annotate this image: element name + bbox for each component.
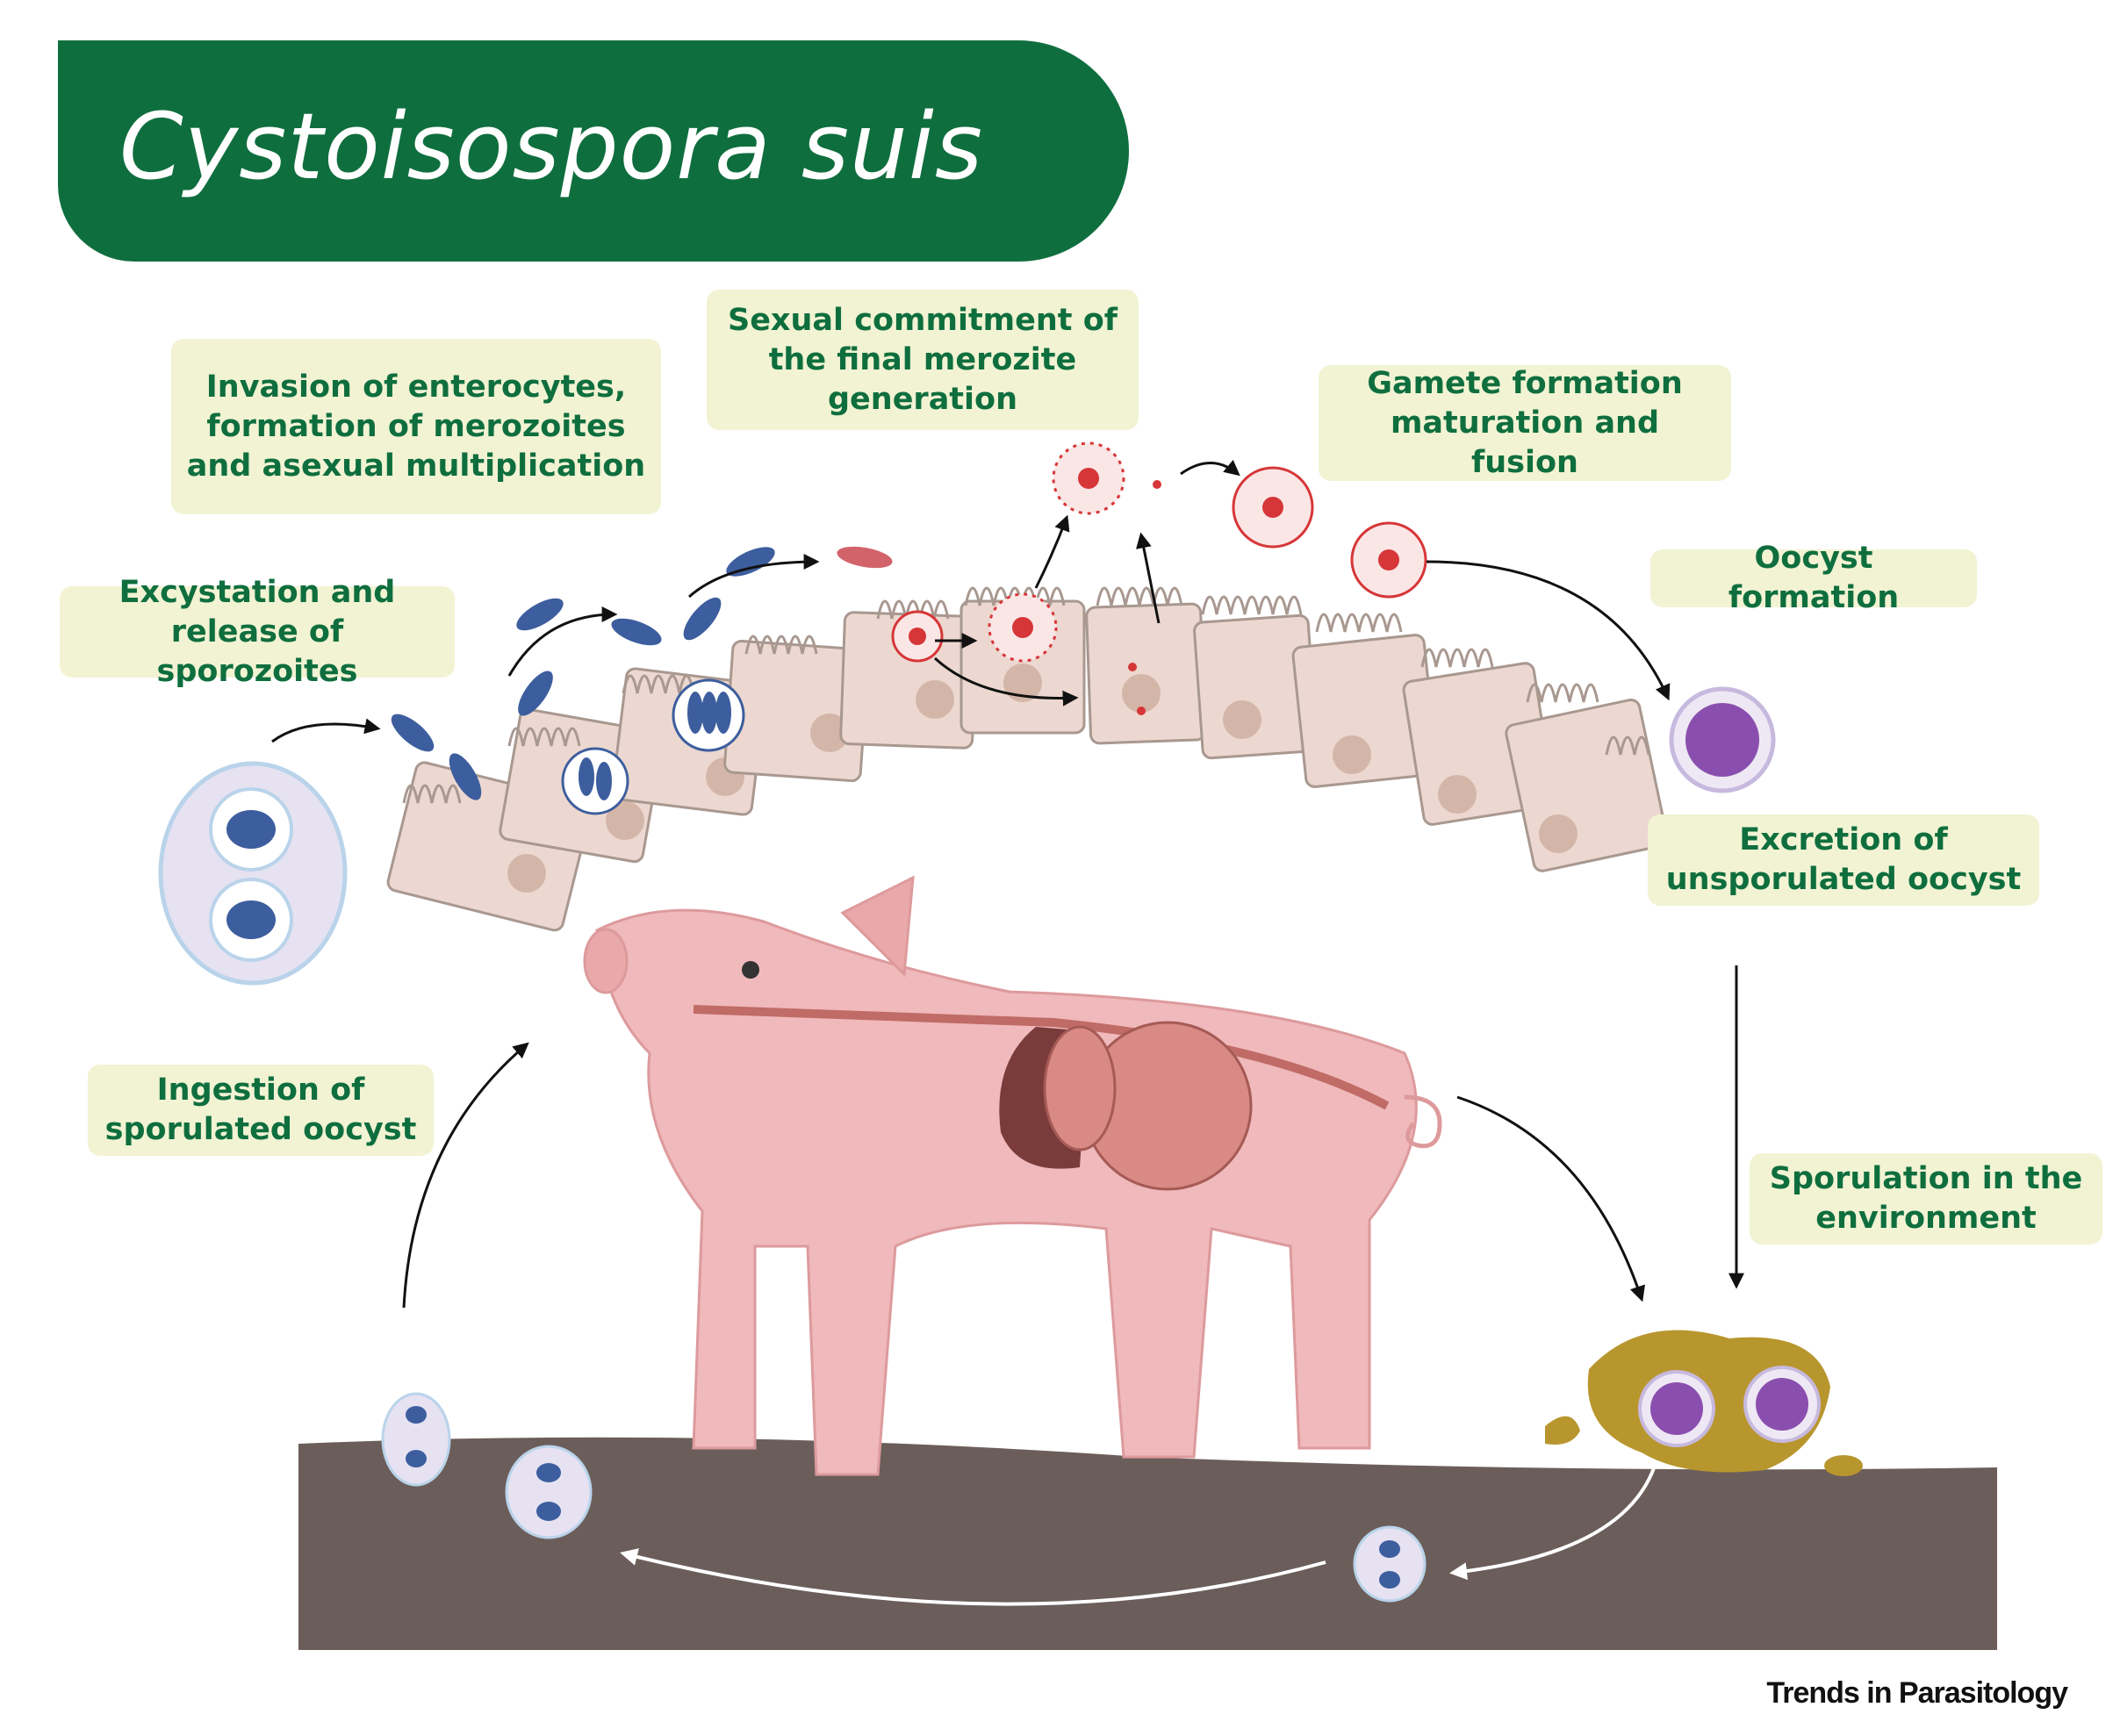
arrow-to-oocyst [1426,560,1671,701]
sporulated-oocyst [158,761,348,986]
arrow-to-gamete [1180,459,1240,477]
enterocyte-cell [1291,634,1439,788]
arrow-ingestion [402,1042,529,1309]
enterocyte-cell [1193,613,1319,760]
diagram-title: Cystoisospora suis [119,93,984,200]
enterocyte-cell [1085,602,1206,745]
arrow-to-sporozoites [271,718,381,743]
step-excretion-label: Excretion of unsporulated oocyst [1648,814,2039,906]
pig [583,875,1442,1476]
merozoite [837,546,893,569]
arrow-gamont-up-2 [1135,532,1161,624]
sporozoites [391,547,775,800]
pig-gut [693,1005,1390,1110]
journal-credit: Trends in Parasitology [1766,1676,2068,1710]
title-banner: Cystoisospora suis [58,40,1129,262]
step-excystation-label: Excystation and release of sporozoites [60,575,455,689]
arrow-tail-to-feces [1456,1095,1645,1302]
pig-eye [742,961,759,979]
step-ingestion-label: Ingestion of sporulated oocyst [88,1065,434,1156]
arrow-sporozoite-1 [507,606,618,677]
enterocyte-cell [1505,699,1669,872]
feces [1545,1330,1863,1476]
cycle-arrows [271,459,1744,1309]
unsporulated-oocyst [1669,686,1776,793]
microvilli [402,586,1650,804]
arrow-sporozoite-2 [688,554,820,599]
step-gamete-formation-label: Gamete formation maturation and fusion [1319,365,1731,481]
step-oocyst-formation-label: Oocyst formation [1650,541,1977,615]
ground [298,1437,1997,1650]
step-sexual-commitment-label: Sexual commitment of the final merozite … [707,290,1139,430]
step-invasion-label: Invasion of enterocytes, formation of me… [171,339,661,514]
pig-intestines [1043,1021,1253,1191]
environmental-oocysts [381,1392,1427,1603]
arrow-gamont-up-1 [1034,514,1070,589]
step-sporulation-label: Sporulation in the environment [1750,1153,2102,1245]
environment-arrows [620,1465,1657,1606]
gametes [891,441,1427,715]
arrow-meront-2 [933,656,1079,707]
meronts [561,678,745,815]
